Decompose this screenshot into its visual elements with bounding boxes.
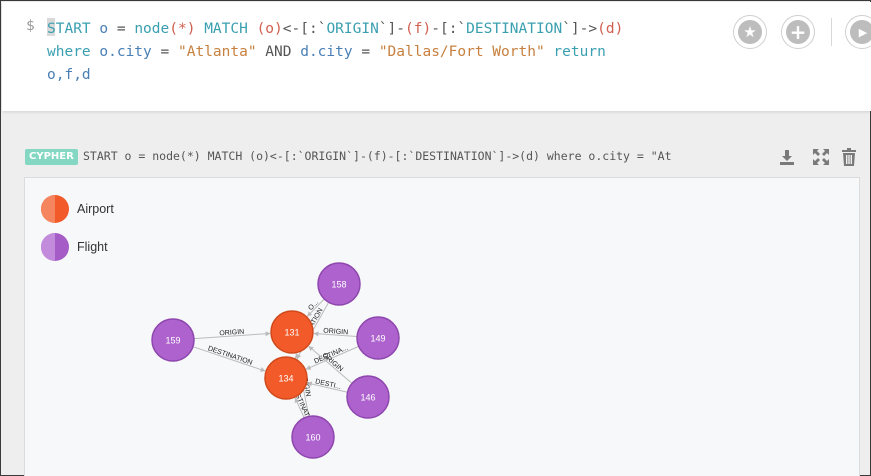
code-line: START o = node(*) MATCH (o)<-[:`ORIGIN`]…: [47, 18, 717, 41]
code-token: -[:`: [431, 21, 467, 37]
code-token: ORIGIN: [326, 21, 379, 37]
text-cursor: [47, 18, 55, 36]
toolbar-divider: [831, 18, 832, 46]
code-token: <-[:`: [282, 21, 327, 37]
query-editor[interactable]: $ START o = node(*) MATCH (o)<-[:`ORIGIN…: [2, 2, 871, 111]
code-token: AND: [256, 44, 301, 60]
expand-icon[interactable]: [811, 147, 831, 167]
cypher-badge: CYPHER: [25, 149, 78, 165]
code-token: o.city: [99, 44, 152, 60]
code-token: (d): [597, 21, 624, 37]
relationship-label: ORIGIN: [323, 328, 348, 337]
flight-node[interactable]: [346, 375, 390, 419]
code-token: o,f,d: [47, 67, 91, 83]
code-token: (o): [256, 21, 283, 37]
relationship-destination[interactable]: [192, 346, 266, 372]
code-token: MATCH: [204, 21, 248, 37]
code-token: [195, 21, 204, 37]
code-token: (f): [405, 21, 432, 37]
code-token: =: [151, 44, 178, 60]
relationship-desti[interactable]: [306, 381, 348, 393]
favorite-button[interactable]: ★: [733, 15, 767, 49]
relationship-destination[interactable]: [294, 397, 305, 419]
code-token: "Dallas/Fort Worth": [378, 44, 545, 60]
flight-node[interactable]: [317, 262, 361, 306]
flight-swatch: [41, 233, 69, 261]
airport-node[interactable]: [270, 310, 314, 354]
airport-swatch-highlight: [41, 195, 55, 223]
node-id-label: 159: [165, 335, 180, 345]
node-id-label: 146: [360, 392, 375, 402]
node-id-label: 131: [284, 327, 299, 337]
trash-icon[interactable]: [839, 147, 859, 167]
query-summary[interactable]: START o = node(*) MATCH (o)<-[:`ORIGIN`]…: [83, 149, 672, 163]
code-line: o,f,d: [47, 64, 717, 87]
relationship-o[interactable]: [307, 298, 325, 317]
relationship-origin[interactable]: [313, 331, 358, 338]
code-line: where o.city = "Atlanta" AND d.city = "D…: [47, 41, 717, 64]
legend-label-airport: Airport: [77, 202, 114, 216]
airport-node[interactable]: [264, 356, 308, 400]
plus-icon: +: [786, 20, 810, 44]
add-button[interactable]: +: [781, 15, 815, 49]
code-token: =: [352, 44, 379, 60]
query-code[interactable]: START o = node(*) MATCH (o)<-[:`ORIGIN`]…: [47, 18, 717, 87]
download-icon[interactable]: [777, 147, 797, 167]
prompt-symbol: $: [26, 18, 35, 34]
code-token: DESTINATION: [466, 21, 563, 37]
node-id-label: 149: [370, 333, 385, 343]
relationship-origin[interactable]: [193, 331, 271, 340]
code-token: `]->: [562, 21, 598, 37]
run-button[interactable]: ▶: [845, 15, 871, 49]
code-token: return: [553, 44, 606, 60]
airport-swatch: [41, 195, 69, 223]
code-token: o: [99, 21, 109, 37]
legend-label-flight: Flight: [77, 240, 108, 254]
code-token: node: [134, 21, 170, 37]
code-token: `]-: [378, 21, 406, 37]
relationship-destina[interactable]: [305, 345, 359, 370]
graph-panel[interactable]: Airport Flight ORIGINDESTINATIONO...DEST…: [24, 177, 860, 476]
code-token: =: [108, 21, 135, 37]
code-token: TART: [55, 21, 91, 37]
graph-canvas[interactable]: ORIGINDESTINATIONO...DESTINATIONORIGINDE…: [25, 178, 859, 476]
code-token: S: [47, 21, 56, 37]
node-id-label: 134: [278, 373, 293, 383]
star-icon: ★: [738, 20, 762, 44]
code-token: (*): [169, 21, 196, 37]
flight-swatch-highlight: [41, 233, 55, 261]
legend-item-airport[interactable]: Airport: [41, 194, 114, 224]
flight-node[interactable]: [356, 316, 400, 360]
relationship-label: ORIGIN: [219, 329, 244, 338]
node-id-label: 160: [305, 432, 320, 442]
flight-node[interactable]: [291, 415, 335, 459]
relationship-origin[interactable]: [308, 345, 353, 384]
legend-item-flight[interactable]: Flight: [41, 232, 108, 262]
flight-node[interactable]: [151, 318, 195, 362]
code-token: [248, 21, 257, 37]
relationship-label: DESTI...: [314, 378, 341, 391]
play-icon: ▶: [850, 20, 871, 44]
result-header: CYPHER START o = node(*) MATCH (o)<-[:`O…: [25, 147, 861, 169]
node-id-label: 158: [331, 279, 346, 289]
relationship-label: DESTINATION: [207, 345, 253, 366]
code-token: d.city: [300, 44, 353, 60]
code-token: "Atlanta": [177, 44, 257, 60]
code-token: where: [47, 44, 91, 60]
